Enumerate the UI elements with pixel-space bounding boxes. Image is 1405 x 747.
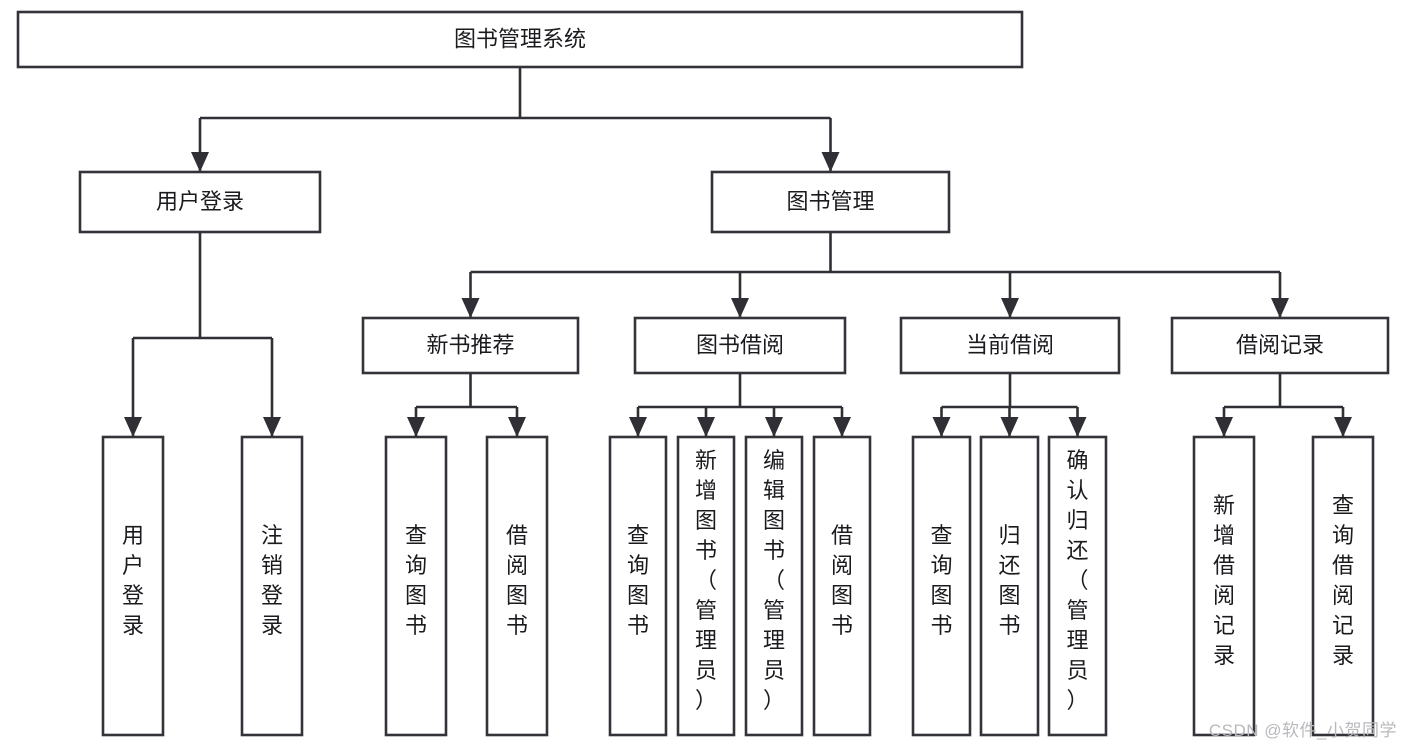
node-current-borrow[interactable]: 当前借阅 [899, 316, 1121, 375]
node-leaf-add-borrow-record-label: 新增借阅记录 [1213, 493, 1235, 668]
node-book-borrow-label: 图书借阅 [696, 332, 784, 357]
newbook-arrow-icon-0 [407, 417, 425, 437]
node-borrow-record-label: 借阅记录 [1236, 332, 1324, 357]
node-root-system-box [16, 10, 1024, 69]
node-current-borrow-label: 当前借阅 [966, 332, 1054, 357]
node-book-borrow-box [633, 316, 847, 375]
node-leaf-query-book-current[interactable]: 查询图书 [911, 435, 972, 737]
userlogin-arrow-icon-0 [124, 417, 142, 437]
curborrow-arrow-icon-1 [1000, 417, 1019, 437]
node-leaf-query-book-current-label: 查询图书 [930, 523, 952, 638]
bookborrow-arrow-icon-0 [629, 417, 647, 437]
borrowrec-arrow-icon-1 [1334, 417, 1352, 437]
node-book-management-label: 图书管理 [786, 189, 874, 214]
bookmgmt-arrow-icon-1 [731, 298, 749, 318]
node-leaf-query-borrow-record-box [1311, 435, 1375, 737]
bookborrow-arrow-icon-2 [765, 417, 783, 437]
node-leaf-logout-login[interactable]: 注销登录 [240, 435, 304, 737]
node-user-login-box [78, 170, 322, 234]
node-root-system-label: 图书管理系统 [454, 26, 586, 51]
node-book-management-box [710, 170, 951, 234]
node-new-book-recommend-box [361, 316, 580, 375]
borrowrec-arrow-icon-0 [1215, 417, 1233, 437]
node-leaf-borrow-book-label: 借阅图书 [831, 523, 853, 638]
node-root-system[interactable]: 图书管理系统 [16, 10, 1024, 69]
node-leaf-user-login-label: 用户登录 [122, 523, 144, 638]
node-leaf-add-book-admin-box [676, 435, 736, 737]
node-leaf-add-borrow-record[interactable]: 新增借阅记录 [1192, 435, 1256, 737]
node-leaf-user-login[interactable]: 用户登录 [101, 435, 165, 737]
node-borrow-record-box [1170, 316, 1390, 375]
node-leaf-add-book-admin-label: 新增图书（管理员） [695, 448, 717, 713]
node-leaf-query-book-current-box [911, 435, 972, 737]
bookmgmt-arrow-icon-2 [1001, 298, 1019, 318]
node-leaf-query-book-borrow-box [608, 435, 668, 737]
node-leaf-query-book-recommend[interactable]: 查询图书 [384, 435, 448, 737]
root-arrow-icon-1 [821, 152, 840, 172]
node-leaf-borrow-book[interactable]: 借阅图书 [812, 435, 872, 737]
bookmgmt-arrow-icon-0 [461, 298, 480, 318]
bookmgmt-arrow-icon-3 [1271, 298, 1289, 318]
node-leaf-query-borrow-record[interactable]: 查询借阅记录 [1311, 435, 1375, 737]
bookborrow-arrow-icon-3 [833, 417, 851, 437]
node-leaf-return-book-box [979, 435, 1040, 737]
node-leaf-edit-book-admin-box [744, 435, 804, 737]
node-new-book-recommend[interactable]: 新书推荐 [361, 316, 580, 375]
bookborrow-arrow-icon-1 [697, 417, 715, 437]
node-leaf-add-book-admin[interactable]: 新增图书（管理员） [676, 435, 736, 737]
node-leaf-borrow-book-recommend-label: 借阅图书 [506, 523, 528, 638]
node-leaf-borrow-book-recommend-box [485, 435, 549, 737]
node-leaf-return-book-label: 归还图书 [998, 523, 1020, 638]
node-new-book-recommend-label: 新书推荐 [426, 332, 514, 357]
node-leaf-query-book-recommend-box [384, 435, 448, 737]
node-leaf-edit-book-admin-label: 编辑图书（管理员） [763, 448, 785, 713]
node-user-login[interactable]: 用户登录 [78, 170, 322, 234]
node-leaf-confirm-return-admin-label: 确认归还（管理员） [1066, 448, 1088, 713]
node-leaf-confirm-return-admin[interactable]: 确认归还（管理员） [1047, 435, 1108, 737]
node-leaf-confirm-return-admin-box [1047, 435, 1108, 737]
newbook-arrow-icon-1 [508, 417, 526, 437]
node-leaf-return-book[interactable]: 归还图书 [979, 435, 1040, 737]
userlogin-arrow-icon-1 [263, 417, 281, 437]
node-leaf-query-book-recommend-label: 查询图书 [405, 523, 427, 638]
connector-layer [124, 67, 1352, 437]
node-leaf-query-book-borrow[interactable]: 查询图书 [608, 435, 668, 737]
root-arrow-icon-0 [191, 152, 209, 172]
node-leaf-logout-login-box [240, 435, 304, 737]
node-user-login-label: 用户登录 [156, 189, 244, 214]
node-leaf-logout-login-label: 注销登录 [261, 523, 283, 638]
node-leaf-edit-book-admin[interactable]: 编辑图书（管理员） [744, 435, 804, 737]
node-book-management[interactable]: 图书管理 [710, 170, 951, 234]
node-book-borrow[interactable]: 图书借阅 [633, 316, 847, 375]
node-leaf-borrow-book-recommend[interactable]: 借阅图书 [485, 435, 549, 737]
curborrow-arrow-icon-2 [1068, 417, 1087, 437]
node-borrow-record[interactable]: 借阅记录 [1170, 316, 1390, 375]
node-leaf-query-borrow-record-label: 查询借阅记录 [1332, 493, 1354, 668]
curborrow-arrow-icon-0 [932, 417, 951, 437]
node-leaf-user-login-box [101, 435, 165, 737]
node-leaf-add-borrow-record-box [1192, 435, 1256, 737]
node-leaf-query-book-borrow-label: 查询图书 [627, 523, 649, 638]
node-leaf-borrow-book-box [812, 435, 872, 737]
node-current-borrow-box [899, 316, 1121, 375]
node-layer: 图书管理系统用户登录图书管理新书推荐图书借阅当前借阅借阅记录用户登录注销登录查询… [16, 10, 1390, 737]
